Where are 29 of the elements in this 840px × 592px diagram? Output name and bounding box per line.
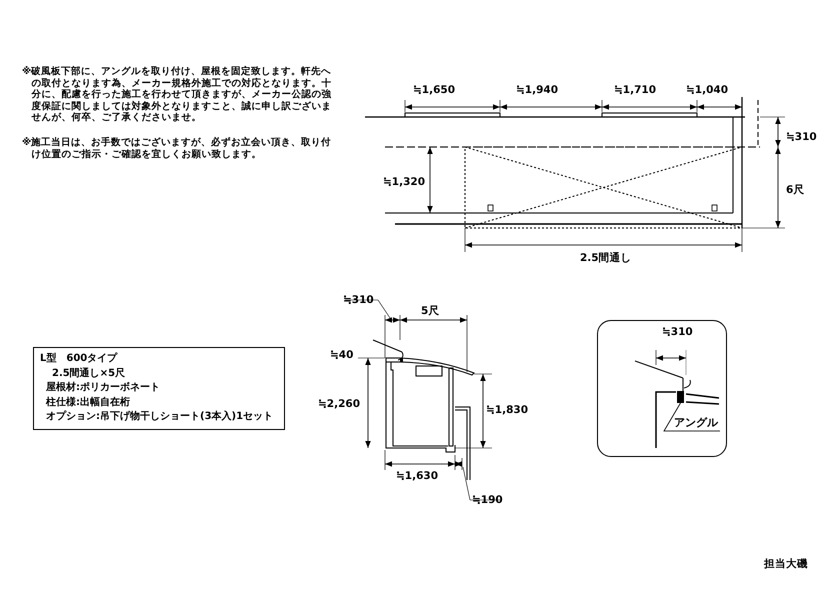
spec-text: 屋根材:ポリカーボネート [45, 381, 161, 395]
angle-bracket [677, 391, 684, 403]
spec-text: 柱仕様:出幅自在桁 [44, 396, 131, 410]
note-text: ※破風板下部に、アングルを取り付け、屋根を固定致します。軒先への取付となります為、メーカー規格外施工での対応となります。十分に、配慮を行った施工を行わせて頂きますが、メーカー公認の強度保証に関しましては対象外となりますこと、誠に申し訳ございませんが、何卒、ご了承くださいませ。 [22, 66, 332, 124]
spec-box [33, 347, 285, 430]
dimension-label: ≒310 [786, 131, 817, 143]
dimension-label: ≒1,630 [396, 470, 438, 482]
dimension-label: ≒2,260 [318, 398, 360, 410]
staff-name: 担当大磯 [764, 558, 808, 570]
dimension-label: 6尺 [786, 184, 804, 196]
spec-text: 2.5間通し×5尺 [51, 366, 126, 380]
dimension-label: ≒1,830 [486, 404, 528, 416]
detail-frame [597, 320, 727, 457]
dimension-label: ≒1,710 [614, 84, 656, 96]
dimension-label: ≒40 [330, 349, 354, 361]
spec-text: オプション:吊下げ物干しショート(3本入)1セット [45, 410, 274, 424]
dimension-label: ≒1,940 [516, 84, 558, 96]
note-text: ※施工当日は、お手数ではございますが、必ずお立会い頂き、取り付け位置のご指示・ご確認を宜しくお願い致します。 [22, 137, 332, 160]
dimension-label: ≒310 [662, 326, 693, 338]
leader-line [663, 402, 720, 432]
dimension-label: ≒1,320 [383, 176, 426, 188]
dimension-label: 2.5間通し [580, 252, 632, 264]
dimension-label: 5尺 [421, 305, 440, 317]
callout-label: アングル [674, 415, 720, 431]
dimension-label: ≒1,650 [413, 84, 456, 96]
dimension-label: ≒1,040 [686, 84, 728, 96]
dimension-label: ≒310 [343, 294, 374, 306]
spec-text: L型 600タイプ [40, 352, 118, 366]
dimension-label: ≒190 [472, 494, 503, 506]
